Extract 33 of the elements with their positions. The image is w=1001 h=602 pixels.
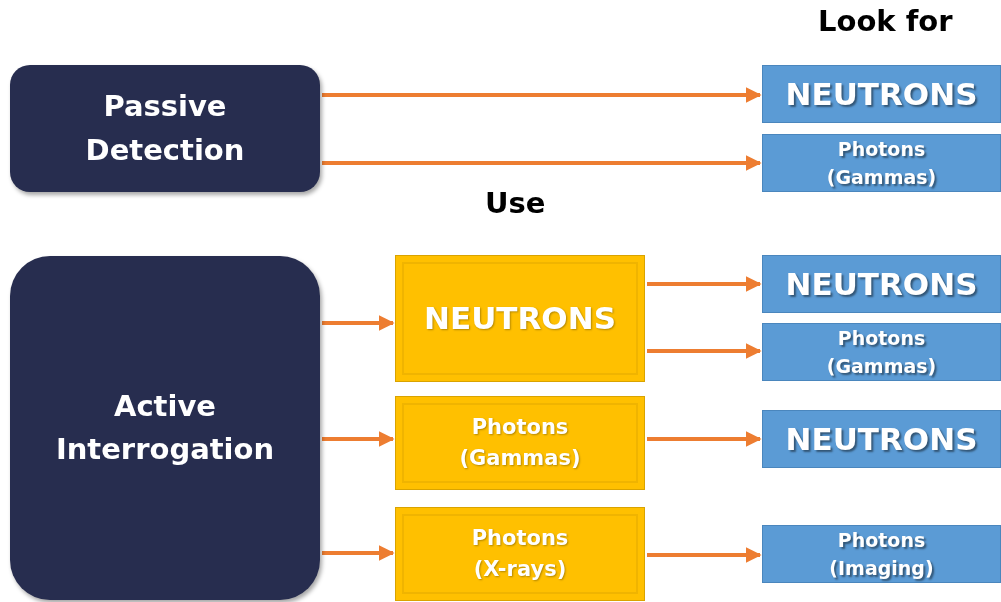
box-label: Photons (Imaging) <box>828 527 935 581</box>
arrow <box>322 87 762 103</box>
box-label: NEUTRONS <box>785 74 978 114</box>
arrow <box>322 545 395 561</box>
box-label: NEUTRONS <box>424 299 616 339</box>
result-box <box>762 134 1001 192</box>
box-label: NEUTRONS <box>785 264 978 304</box>
arrow <box>647 276 762 292</box>
arrow <box>647 343 762 359</box>
result-box <box>762 65 1001 123</box>
result-box <box>762 255 1001 313</box>
result-box <box>762 410 1001 468</box>
column-heading: Look for <box>818 4 953 38</box>
source-box <box>395 396 645 490</box>
result-box <box>762 323 1001 381</box>
rounded-box <box>10 65 320 192</box>
box-label: NEUTRONS <box>785 419 978 459</box>
box-label: Photons (Gammas) <box>458 413 582 472</box>
arrow <box>647 431 762 447</box>
box-label: Active Interrogation <box>54 387 276 468</box>
box-label: Photons (Gammas) <box>825 136 938 190</box>
arrow <box>322 315 395 331</box>
arrow <box>322 431 395 447</box>
box-label: Photons (Gammas) <box>825 325 938 379</box>
box-label: Photons (X-rays) <box>470 524 570 583</box>
rounded-box <box>10 256 320 600</box>
result-box <box>762 525 1001 583</box>
box-label: Passive Detection <box>84 88 246 169</box>
arrow <box>322 155 762 171</box>
column-heading: Use <box>485 186 546 220</box>
arrow <box>647 547 762 563</box>
source-box <box>395 507 645 601</box>
source-box <box>395 255 645 382</box>
